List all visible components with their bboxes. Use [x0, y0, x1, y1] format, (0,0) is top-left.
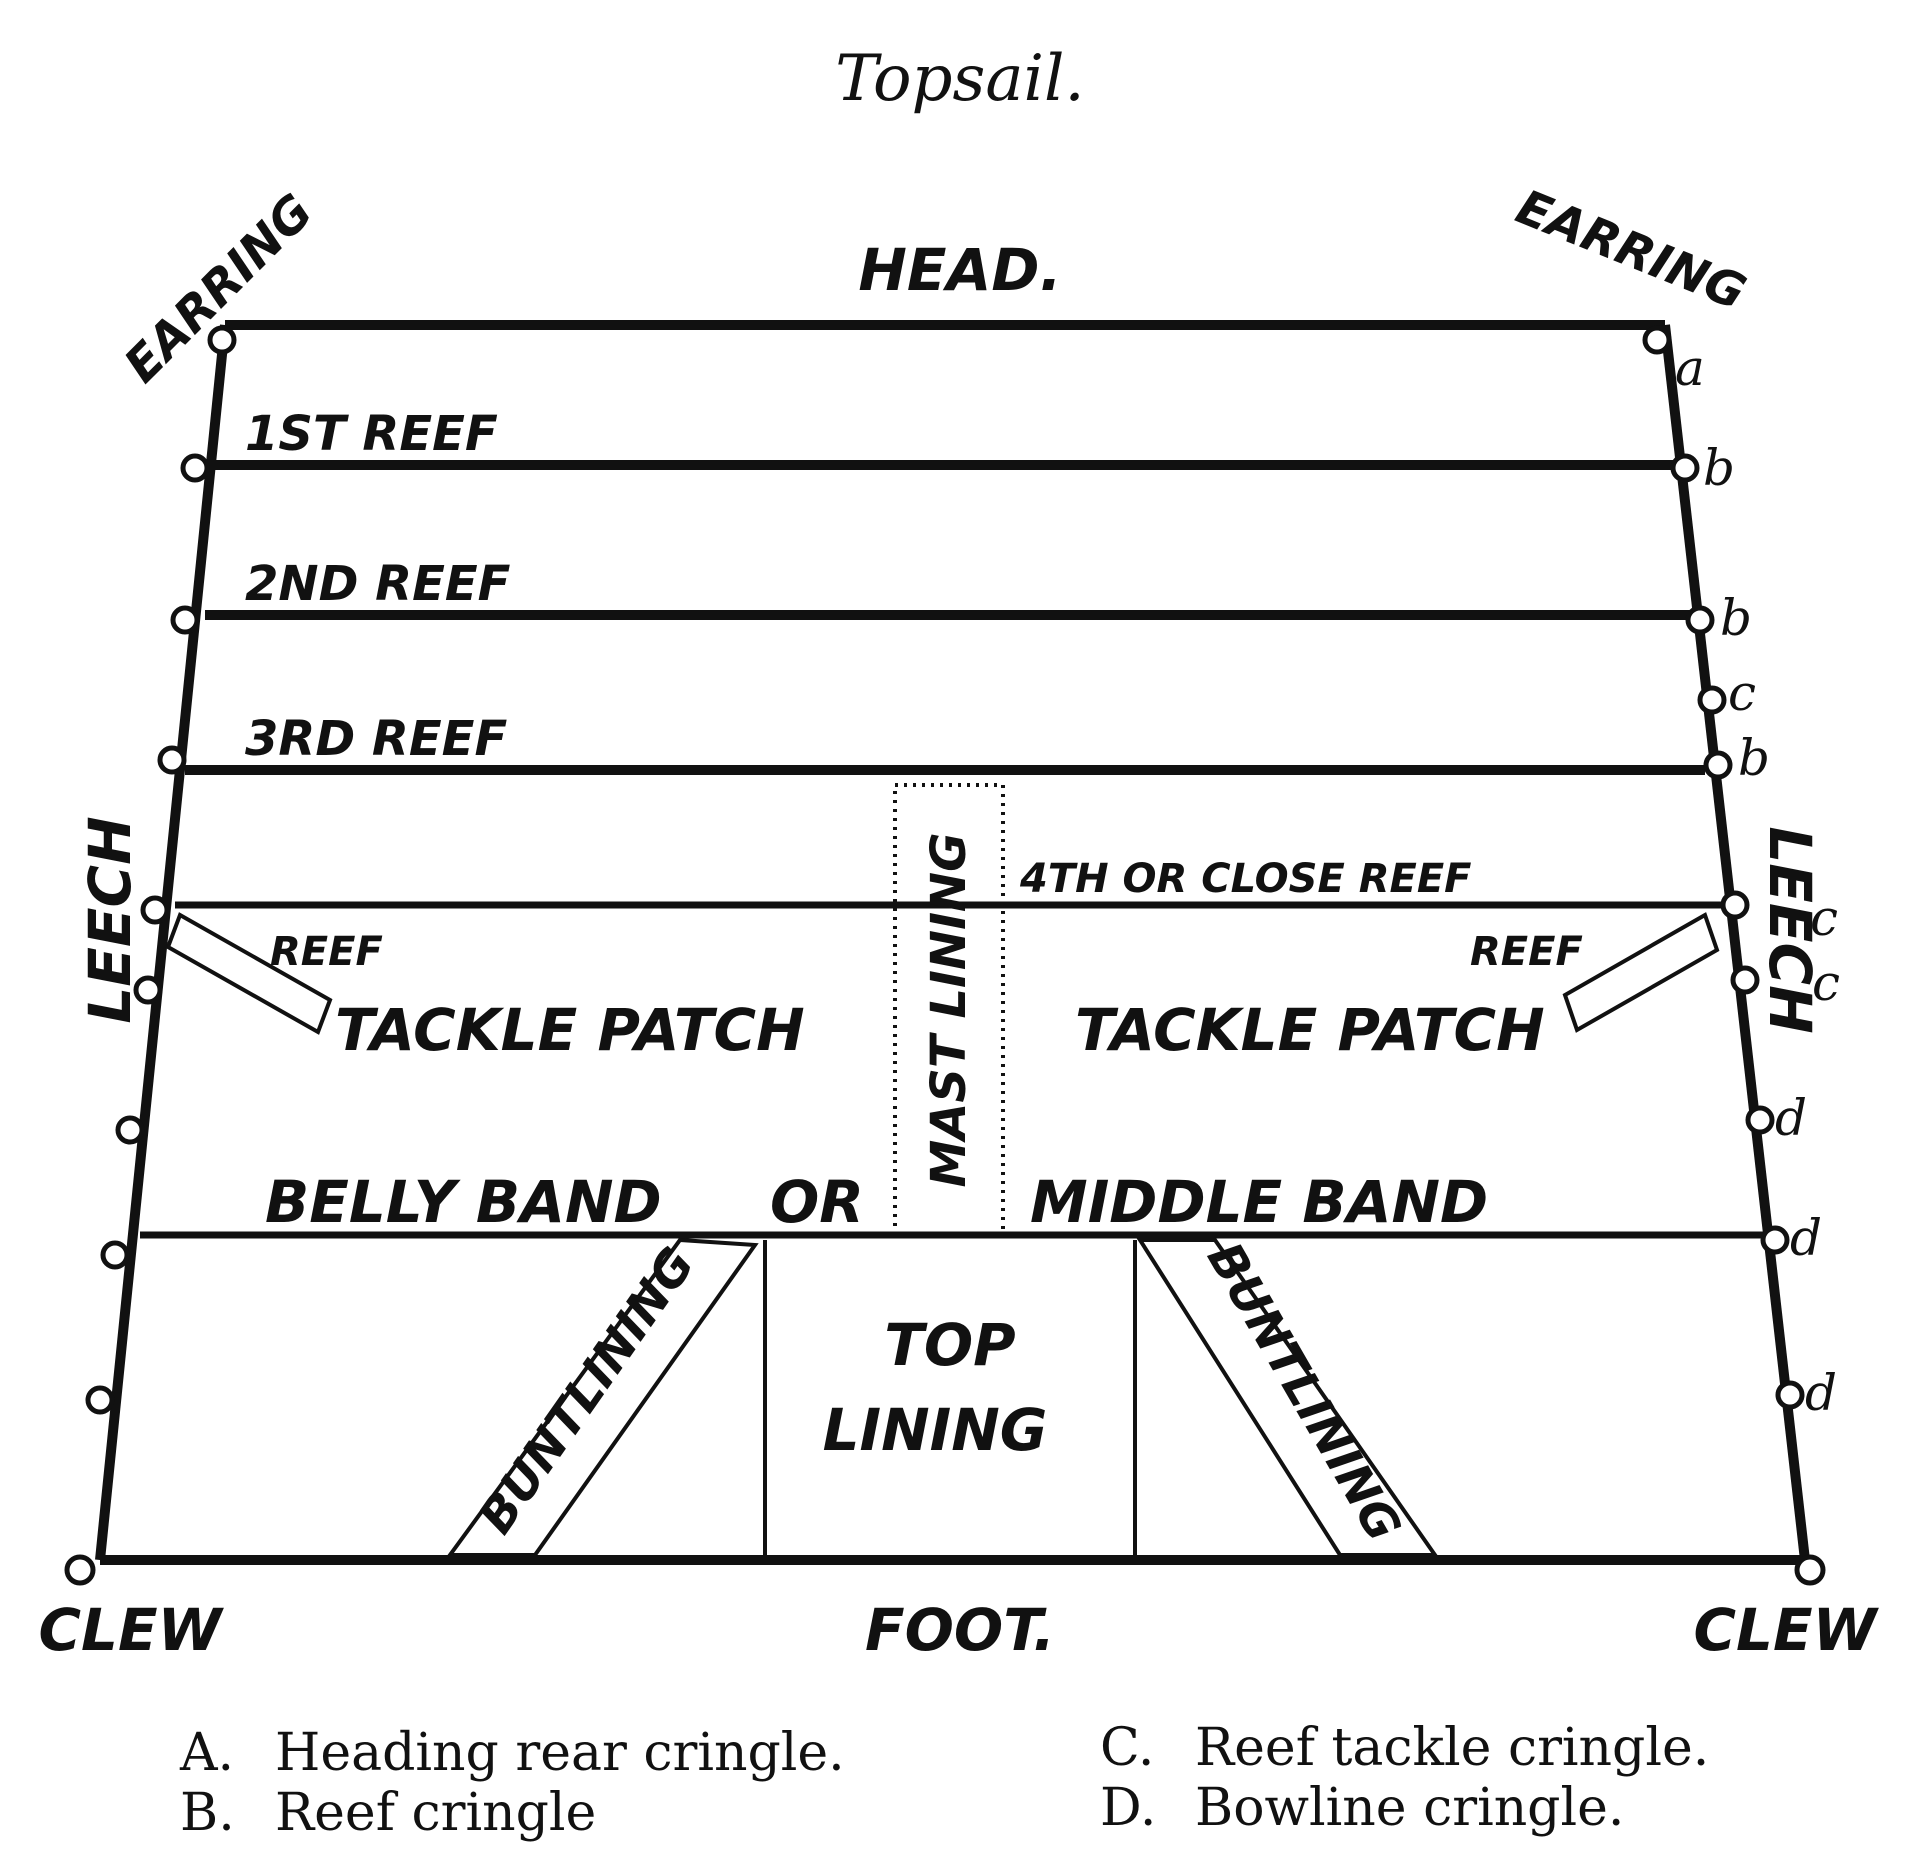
cringles: [64, 325, 1826, 1586]
reef-label-right: REEF: [1470, 929, 1583, 975]
cringle-letter: b: [1738, 729, 1770, 787]
buntlining-strip-right: [1136, 1238, 1439, 1557]
cringle-letter: d: [1805, 1364, 1837, 1422]
middle-band-label: MIDDLE BAND: [1030, 1168, 1488, 1236]
mast-lining-outline: [893, 783, 1005, 1237]
buntlining-label-left: BUNTLINING: [468, 1238, 706, 1544]
reef-labels: 1ST REEF 2ND REEF 3RD REEF 4TH OR CLOSE …: [245, 406, 1472, 902]
cringle-right: [1775, 1380, 1805, 1410]
cringle-letter: a: [1675, 339, 1705, 397]
right-leech-edge: [1660, 324, 1810, 1561]
lower-linings: [446, 1237, 1439, 1560]
reef-label-2: 2ND REEF: [245, 556, 511, 612]
leech-label-left: LEECH: [76, 816, 144, 1023]
band-labels: BELLY BAND OR MIDDLE BAND: [265, 1168, 1488, 1236]
legend-text-a: Heading rear cringle.: [275, 1723, 845, 1783]
cringle-clew-left: [64, 1554, 96, 1586]
cringle-right: [1760, 1225, 1790, 1255]
cringle-left: [133, 975, 163, 1005]
cringle-letter: c: [1812, 954, 1840, 1012]
cringle-left: [180, 453, 210, 483]
diagram-title: Topsail.: [835, 42, 1085, 116]
top-lining-label-1: TOP: [884, 1311, 1015, 1379]
reef-label-1: 1ST REEF: [245, 406, 498, 462]
cringle-earring-left: [207, 325, 237, 355]
cringle-letter: d: [1775, 1089, 1807, 1147]
belly-band-label: BELLY BAND: [265, 1168, 662, 1236]
legend: A. Heading rear cringle. B. Reef cringle…: [179, 1718, 1709, 1843]
clew-label-right: CLEW: [1693, 1596, 1879, 1664]
cringle-left: [115, 1115, 145, 1145]
buntlining-strip-left: [446, 1237, 759, 1557]
cringle-left: [157, 745, 187, 775]
mast-lining-label: MAST LINING: [921, 833, 977, 1188]
cringle-left: [100, 1240, 130, 1270]
or-label: OR: [770, 1168, 864, 1236]
legend-text-d: Bowline cringle.: [1195, 1778, 1624, 1838]
tackle-patch-label-right: TACKLE PATCH: [1075, 996, 1545, 1064]
cringle-letter: b: [1703, 439, 1735, 497]
cringle-letters: a b b c b c c d d d: [1675, 339, 1840, 1422]
legend-text-c: Reef tackle cringle.: [1195, 1718, 1709, 1778]
reef-label-left: REEF: [270, 929, 383, 975]
reef-label-3: 3RD REEF: [245, 711, 507, 767]
sail-outline: [95, 320, 1810, 1565]
cringle-letter: c: [1810, 889, 1838, 947]
cringle-right: [1697, 685, 1727, 715]
cringle-letter: c: [1728, 664, 1756, 722]
cringle-clew-right: [1794, 1554, 1826, 1586]
cringle-right: [1745, 1105, 1775, 1135]
legend-key-c: C.: [1100, 1718, 1154, 1778]
buntlining-label-right: BUNTLINING: [1196, 1233, 1412, 1551]
reef-bands: [140, 460, 1765, 1239]
top-lining-label-2: LINING: [823, 1396, 1048, 1464]
cringle-letter: b: [1720, 589, 1752, 647]
cringle-left: [85, 1385, 115, 1415]
reef-tackle-patch-left: [165, 912, 333, 1035]
reef-tackle-patches: [165, 912, 1720, 1035]
reef-tackle-patch-right: [1562, 912, 1720, 1033]
cringle-right: [1720, 890, 1750, 920]
cringle-right: [1703, 750, 1733, 780]
patch-labels: REEF REEF TACKLE PATCH TACKLE PATCH MAST…: [270, 833, 1583, 1188]
lining-labels: BUNTLINING BUNTLINING TOP LINING: [468, 1233, 1412, 1551]
cringle-letter: d: [1790, 1209, 1822, 1267]
cringle-right: [1730, 965, 1760, 995]
mast-lining-strip: [893, 783, 1005, 1237]
foot-label: FOOT.: [865, 1596, 1055, 1664]
clew-label-left: CLEW: [38, 1596, 224, 1664]
left-leech-edge: [95, 324, 230, 1561]
tackle-patch-label-left: TACKLE PATCH: [335, 996, 805, 1064]
cringle-earring-right: [1642, 325, 1672, 355]
leech-label-right: LEECH: [1756, 826, 1824, 1033]
cringle-right: [1685, 605, 1715, 635]
cringle-right: [1670, 453, 1700, 483]
legend-text-b: Reef cringle: [275, 1783, 596, 1843]
reef-label-4: 4TH OR CLOSE REEF: [1019, 856, 1472, 902]
head-label: HEAD.: [858, 236, 1061, 304]
cringle-left: [140, 895, 170, 925]
cringle-left: [170, 605, 200, 635]
legend-key-a: A.: [179, 1723, 234, 1783]
legend-key-d: D.: [1100, 1778, 1156, 1838]
legend-key-b: B.: [180, 1783, 235, 1843]
earring-label-right: EARRING: [1509, 179, 1754, 321]
